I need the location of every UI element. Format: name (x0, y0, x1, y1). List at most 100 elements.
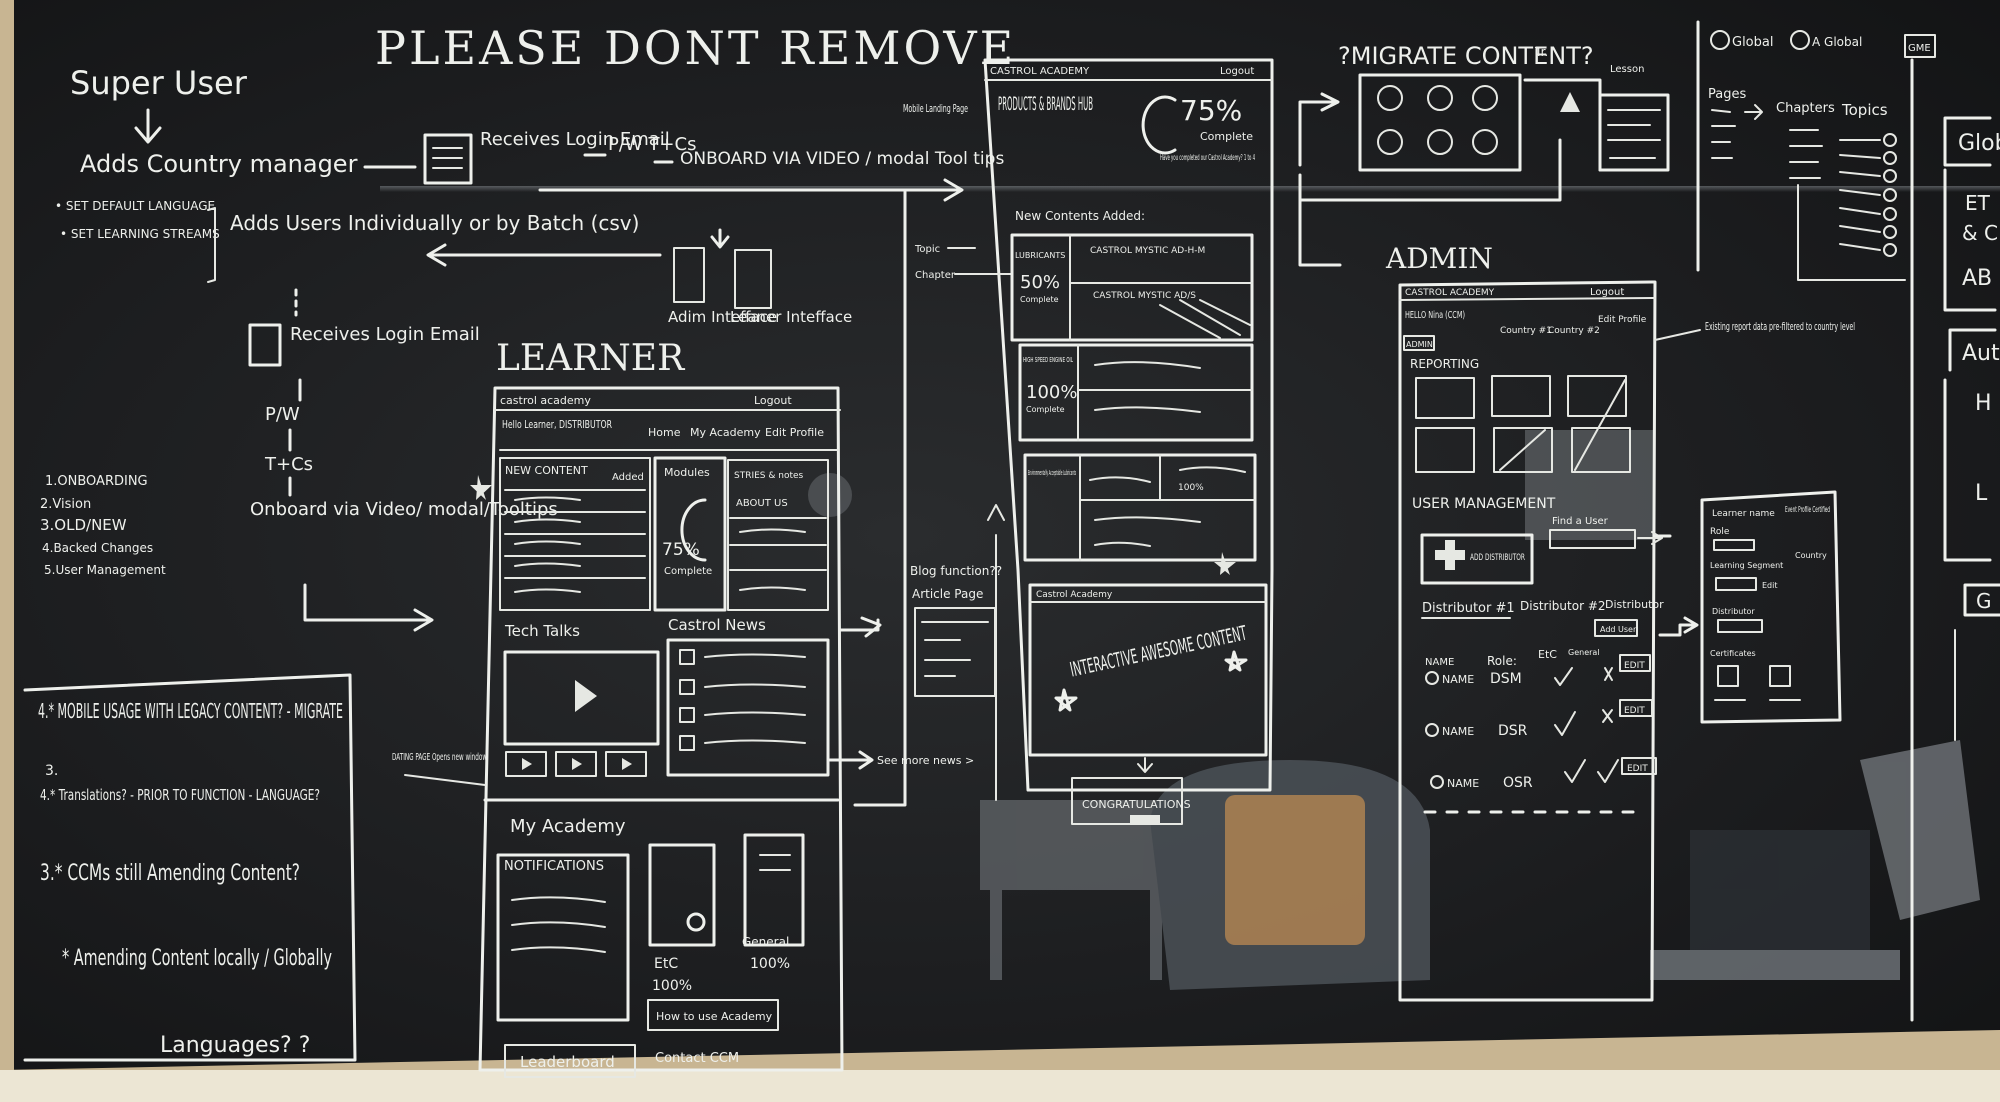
row-2-name: NAME (1442, 725, 1474, 738)
flow-connector (853, 190, 907, 807)
env-label: Environmentally Acceptable Lubricants (1028, 469, 1076, 477)
a-global-label: A Global (1812, 35, 1862, 49)
form-learner-name: Learner name (1712, 509, 1775, 519)
adds-users-label: Adds Users Individually or by Batch (csv… (230, 211, 639, 235)
report-note: Existing report data pre-filtered to cou… (1705, 320, 1855, 333)
hub-logout: Logout (1220, 66, 1254, 77)
castrol-product-2: CASTROL MYSTIC AD/S (1093, 291, 1196, 301)
form-distributor: Distributor (1712, 607, 1755, 616)
list-item-3: 3.OLD/NEW (40, 516, 127, 534)
my-academy-label: My Academy (510, 816, 626, 837)
blog-function-label: Blog function?? (910, 564, 1002, 578)
pages-label: Pages (1708, 87, 1746, 102)
right-edge-notes: Glob ET & C AB Aut H L G (1943, 116, 2000, 741)
col-general: General (1568, 648, 1600, 657)
how-to-use-label: How to use Academy (656, 1010, 773, 1023)
contact-ccm-label: Contact CCM (655, 1051, 739, 1066)
row-3-edit: EDIT (1627, 764, 1648, 774)
star-icon-2 (1214, 552, 1236, 575)
admin-logout: Logout (1590, 287, 1624, 298)
question-4: 3.* CCMs still Amending Content? (40, 861, 300, 886)
dating-page-note: DATING PAGE Opens new window (392, 752, 487, 763)
hub-complete: Complete (1200, 130, 1253, 143)
right-note-8: G (1976, 589, 1992, 613)
row-1-name: NAME (1442, 673, 1474, 686)
learner-nav-edit-profile: Edit Profile (765, 426, 824, 439)
email-icon-2 (248, 323, 282, 367)
hub-pct: 75% (1180, 94, 1242, 127)
col-etc: EtC (1538, 648, 1557, 661)
adds-country-manager-label: Adds Country manager (80, 150, 358, 178)
questions-box: 4.* MOBILE USAGE WITH LEGACY CONTENT? - … (23, 673, 357, 1062)
right-note-1: Glob (1958, 131, 2000, 156)
question-5: * Amending Content locally / Globally (62, 946, 332, 971)
migrate-tr: Tr. (1534, 45, 1548, 59)
admin-edit-profile: Edit Profile (1598, 315, 1647, 325)
form-edit: Edit (1762, 581, 1778, 590)
added-label: Added (612, 472, 644, 483)
row-2-role: DSR (1498, 723, 1528, 739)
set-learning-streams-note: • SET LEARNING STREAMS (60, 227, 220, 241)
hub-title: PRODUCTS & BRANDS HUB (998, 93, 1093, 115)
learner-wireframe: LEARNER castrol academy Logout Hello Lea… (392, 338, 1002, 1078)
new-content-label: NEW CONTENT (505, 464, 588, 477)
add-distributor-label: ADD DISTRIBUTOR (1470, 553, 1525, 563)
star-icon (470, 475, 492, 500)
list-item-4: 4.Backed Changes (42, 541, 153, 555)
chapter-label: Chapter (915, 270, 956, 281)
learner-brand: castrol academy (500, 394, 591, 407)
list-item-5: 5.User Management (44, 563, 166, 577)
global-label: Global (1732, 35, 1773, 50)
lubricants-pct: 50% (1020, 272, 1060, 293)
hub-note: Have you completed our Castrol Academy? … (1160, 153, 1255, 162)
user-management-label: USER MANAGEMENT (1412, 496, 1556, 512)
distributor-tab-3: Distributor (1605, 598, 1664, 611)
video-player (503, 650, 660, 746)
user-flow: Super User Adds Country manager • SET DE… (55, 64, 1004, 632)
lesson-label: Lesson (1610, 64, 1644, 75)
glass-board (0, 0, 2000, 1070)
user-edit-form: Learner name Role Learning Segment Edit … (1700, 490, 1842, 724)
onboard-video-label: ONBOARD VIA VIDEO / modal Tool tips (680, 149, 1004, 169)
congratulations-label: CONGRATULATIONS (1082, 798, 1191, 811)
row-1-edit: EDIT (1624, 661, 1645, 671)
receives-login-email-label-2: Receives Login Email (290, 324, 480, 345)
onboard-video-label-2: Onboard via Video/ modal/Tooltips (250, 499, 558, 520)
topics-label: Topics (1841, 101, 1888, 119)
stries-label: STRIES & notes (734, 471, 804, 481)
list-item-2: 2.Vision (40, 497, 91, 512)
distributor-tab-1: Distributor #1 (1422, 601, 1515, 616)
row-1-role: DSM (1490, 671, 1522, 687)
modules-complete: Complete (664, 566, 712, 577)
board-bottom-edge (0, 1070, 2000, 1102)
flow-arrow (538, 178, 964, 202)
row-3-name: NAME (1447, 777, 1479, 790)
right-note-5: Aut (1962, 341, 2000, 366)
high-speed-label: HIGH SPEED ENGINE OIL (1023, 356, 1073, 364)
admin-badge: ADMIN (1406, 340, 1433, 349)
article-page-label: Article Page (912, 587, 983, 601)
set-default-language-note: • SET DEFAULT LANGUAGE (55, 199, 215, 213)
country-tab-1: Country #1 (1500, 326, 1552, 336)
super-user-label: Super User (70, 64, 248, 102)
learner-nav-home: Home (648, 426, 681, 439)
chapters-label: Chapters (1776, 101, 1835, 116)
mobile-landing-label: Mobile Landing Page (903, 102, 968, 115)
row-2-edit: EDIT (1624, 706, 1645, 716)
env-pct: 100% (1178, 483, 1204, 493)
learner-interface-label: Leaner Intefface (730, 308, 852, 326)
email-icon (423, 133, 473, 185)
castrol-academy-label: Castrol Academy (1036, 590, 1113, 600)
add-distributor-box (1420, 533, 1534, 585)
right-note-4: AB (1962, 266, 1992, 291)
gme-label: GME (1908, 43, 1931, 54)
col-role: Role: (1487, 654, 1517, 668)
etc-pct: 100% (652, 978, 692, 994)
find-user-label: Find a User (1552, 516, 1609, 527)
question-1: 4.* MOBILE USAGE WITH LEGACY CONTENT? - … (38, 699, 343, 723)
admin-brand: CASTROL ACADEMY (1405, 288, 1495, 298)
right-note-3: & C (1962, 221, 1998, 245)
learner-greeting: Hello Learner, DISTRIBUTOR (502, 418, 612, 431)
admin-greeting: HELLO Nina (CCM) (1405, 310, 1465, 321)
modules-pct: 75% (662, 540, 700, 560)
